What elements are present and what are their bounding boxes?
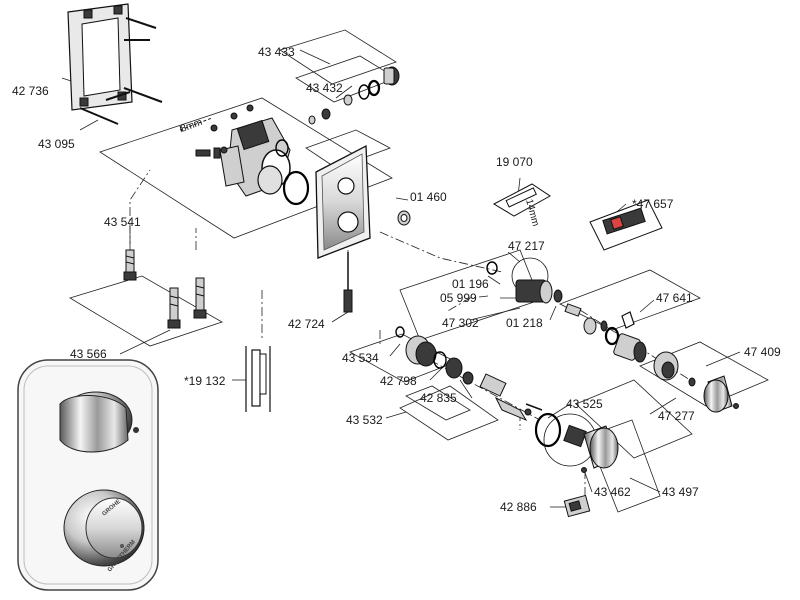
- label-47277: 47 277: [658, 409, 695, 423]
- label-19070: 19 070: [496, 155, 533, 169]
- label-43566: 43 566: [70, 347, 107, 361]
- diverter-parts: [395, 326, 543, 422]
- label-43433: 43 433: [258, 45, 295, 59]
- temperature-knob: [59, 391, 139, 453]
- handle-47409: [703, 375, 739, 413]
- label-47641: 47 641: [656, 291, 693, 305]
- label-43541: 43 541: [104, 215, 141, 229]
- cover-plate: [315, 144, 371, 259]
- tool-19132: [245, 346, 271, 412]
- nut-01460: [397, 210, 411, 226]
- label-47657: *47 657: [632, 197, 674, 211]
- label-43095: 43 095: [38, 137, 75, 151]
- label-43525: 43 525: [566, 397, 603, 411]
- assembly-planes: [69, 29, 769, 513]
- label-43532: 43 532: [346, 413, 383, 427]
- cartridge-47217: [486, 257, 563, 304]
- label-43462: 43 462: [594, 485, 631, 499]
- flow-knob: [63, 489, 145, 567]
- label-43534: 43 534: [342, 351, 379, 365]
- label-8mm: 8mm: [179, 117, 204, 135]
- label-01460: 01 460: [410, 190, 447, 204]
- valve-body: [195, 104, 310, 206]
- label-42798: 42 798: [380, 374, 417, 388]
- label-47217: 47 217: [508, 239, 545, 253]
- label-01218: 01 218: [506, 316, 543, 330]
- label-19132: *19 132: [184, 374, 226, 388]
- label-47409: 47 409: [744, 345, 781, 359]
- label-43497: 43 497: [662, 485, 699, 499]
- label-05999: 05 999: [440, 291, 477, 305]
- finished-trim-product: [17, 359, 159, 591]
- diverter-handle-43497: [534, 412, 619, 473]
- label-42724: 42 724: [288, 317, 325, 331]
- leader-lines: [61, 49, 741, 508]
- screwdriver-42724: [343, 252, 353, 313]
- label-42886: 42 886: [500, 500, 537, 514]
- cap-43433: [358, 66, 400, 100]
- label-42736: 42 736: [12, 84, 49, 98]
- socket-tool-19070: [492, 183, 551, 217]
- spindle-01218: [564, 303, 608, 335]
- cartridge-47657: [589, 199, 663, 251]
- mounting-frame-42736: [67, 3, 163, 125]
- anchors-43566: [167, 277, 207, 329]
- label-43432: 43 432: [306, 81, 343, 95]
- bolt-43541: [123, 249, 137, 281]
- hex-key-8mm: [179, 117, 213, 133]
- label-01196: 01 196: [452, 277, 489, 291]
- clip-42886: [563, 494, 591, 518]
- nut-43432: [308, 94, 353, 125]
- label-47302: 47 302: [442, 316, 479, 330]
- thermo-element-47641: [604, 311, 696, 387]
- label-42835: 42 835: [420, 391, 457, 405]
